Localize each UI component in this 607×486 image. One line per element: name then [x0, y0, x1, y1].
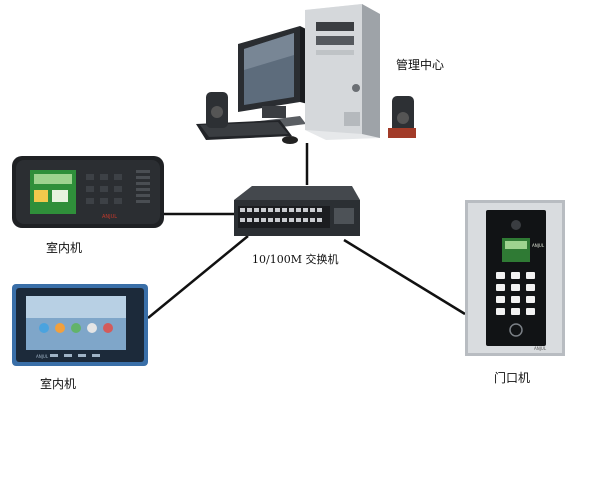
indoor-top-brand: ANJUL: [102, 214, 117, 220]
door-unit-label: 门口机: [494, 370, 530, 385]
management-center-label: 管理中心: [396, 57, 444, 72]
indoor-unit-top-label: 室内机: [46, 240, 82, 255]
tablet-indoor-unit-icon: ANJUL: [12, 284, 148, 366]
link-door-switch: [343, 238, 466, 316]
computer-icon: [196, 4, 416, 144]
switch-label: 10/100M 交换机: [252, 252, 338, 266]
door-unit-icon: ANJUL ANJUL: [465, 200, 565, 356]
door-panel-logo: ANJUL: [532, 243, 545, 248]
door-panel-brand: ANJUL: [534, 346, 547, 351]
indoor-unit-icon: ANJUL: [12, 156, 164, 228]
link-indoor-bottom-switch: [147, 235, 249, 319]
indoor-unit-bottom-label: 室内机: [40, 376, 76, 391]
connection-lines: [147, 143, 466, 319]
network-switch-icon: [234, 186, 360, 236]
indoor-bottom-brand: ANJUL: [36, 354, 49, 359]
